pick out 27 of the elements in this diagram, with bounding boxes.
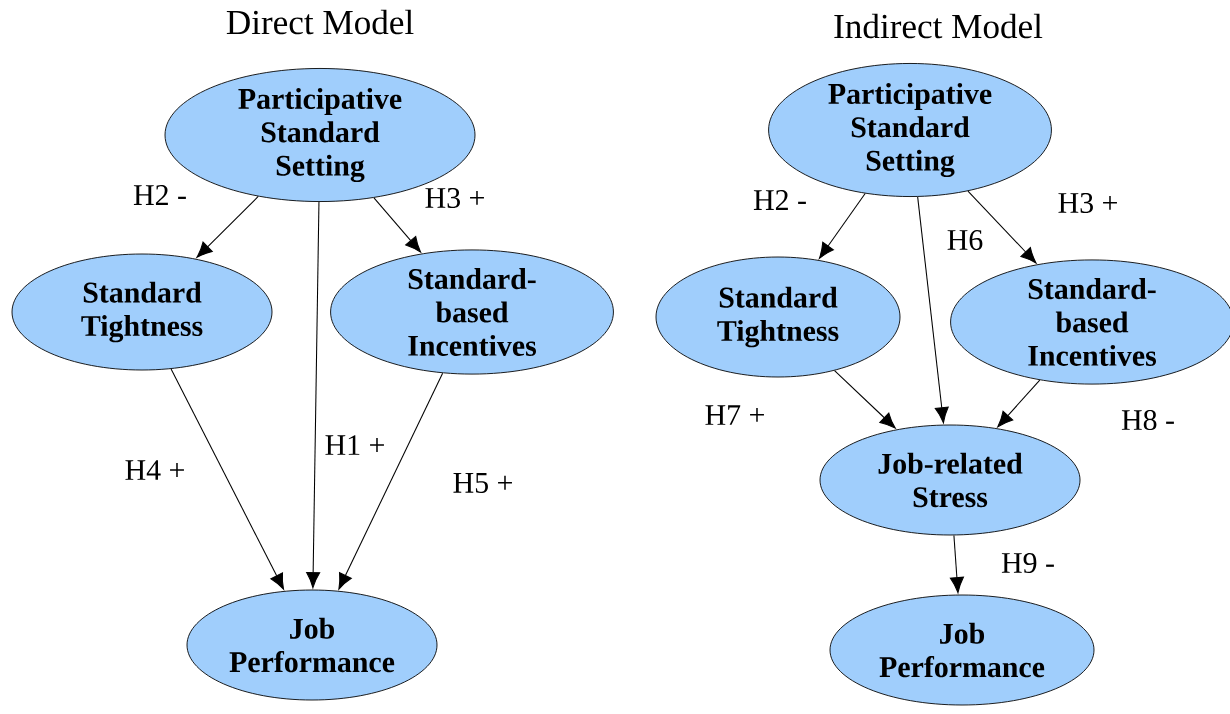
arrow bbox=[306, 201, 321, 589]
arrow bbox=[338, 372, 444, 590]
arrow bbox=[997, 379, 1041, 428]
arrow bbox=[373, 197, 422, 253]
edge-label: H6 bbox=[945, 228, 986, 252]
model-title: Direct Model bbox=[226, 9, 414, 35]
edge-label: H8 - bbox=[1119, 408, 1177, 432]
ellipse-node: Job-related Stress bbox=[819, 424, 1081, 536]
arrow bbox=[818, 193, 866, 259]
arrow bbox=[967, 190, 1037, 264]
edge-label: H9 - bbox=[999, 551, 1057, 575]
edge-label: H5 + bbox=[450, 471, 516, 495]
arrow bbox=[196, 195, 259, 258]
arrow bbox=[834, 370, 896, 429]
ellipse-node: Job Performance bbox=[829, 594, 1095, 706]
ellipse-node: Job Performance bbox=[186, 589, 438, 701]
arrow bbox=[170, 368, 285, 590]
arrow bbox=[949, 534, 964, 594]
arrow bbox=[917, 196, 949, 424]
ellipse-node: Standard Tightness bbox=[11, 253, 273, 371]
ellipse-node: Standard Tightness bbox=[655, 256, 901, 378]
edge-label: H4 + bbox=[122, 458, 188, 482]
edge-label: H1 + bbox=[322, 433, 388, 457]
edge-label: H7 + bbox=[702, 403, 768, 427]
edge-label: H3 + bbox=[1055, 191, 1121, 215]
ellipse-node: Standard-based Incentives bbox=[950, 259, 1230, 385]
ellipse-node: Standard-based Incentives bbox=[330, 249, 614, 375]
